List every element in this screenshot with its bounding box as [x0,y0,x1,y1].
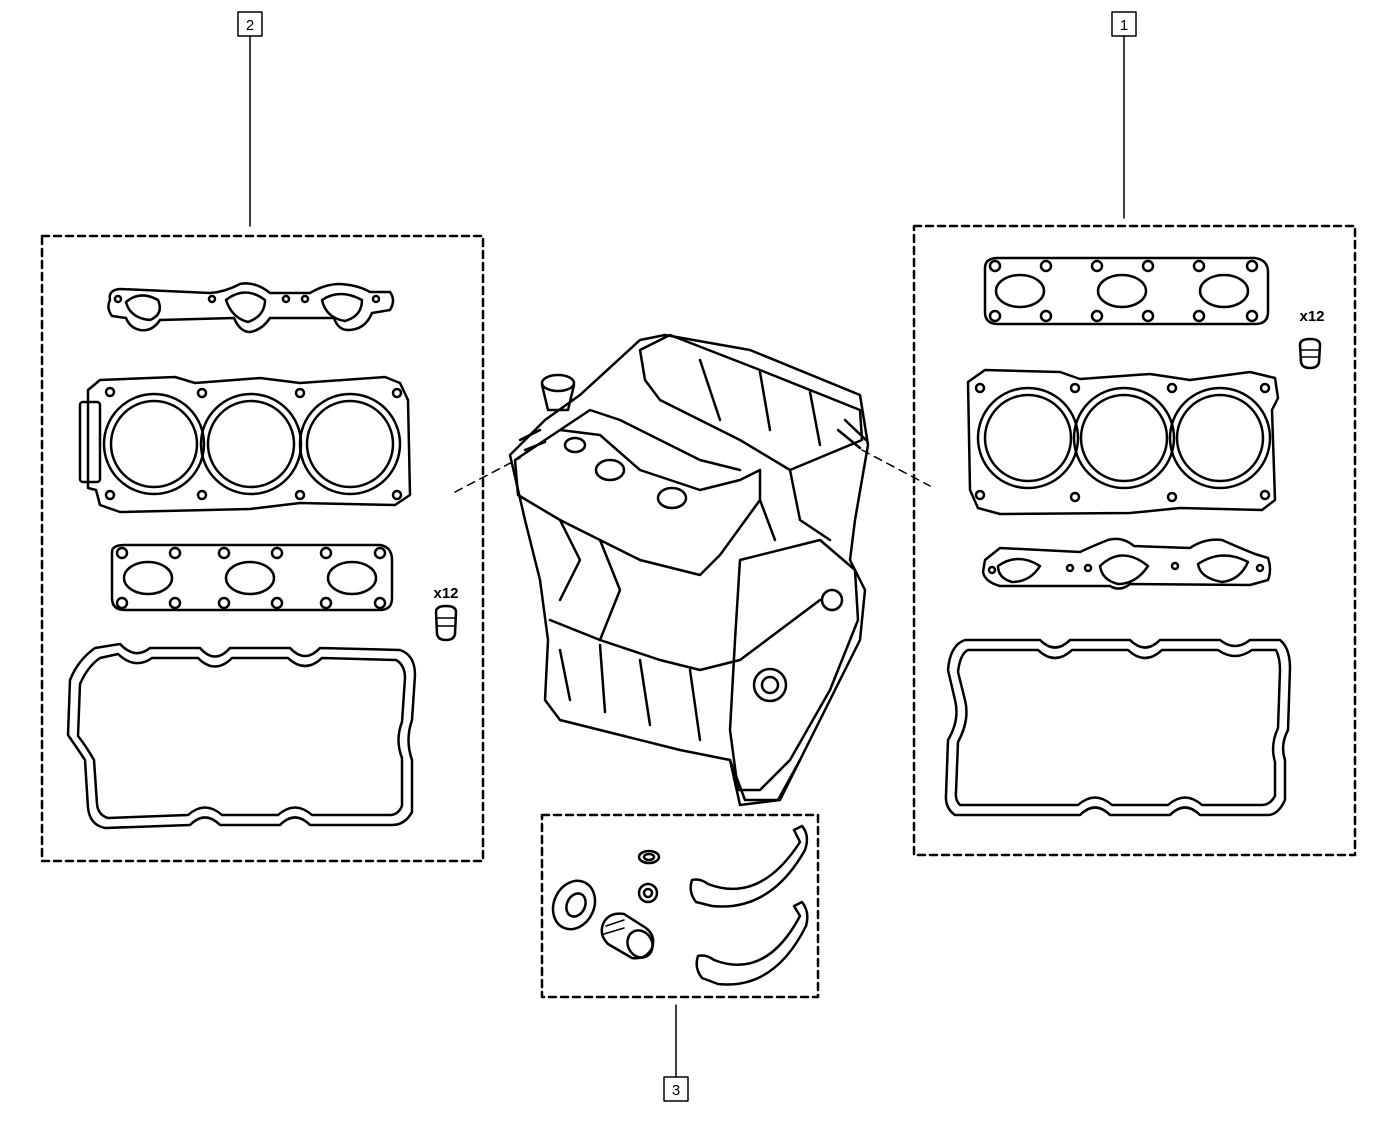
kit-1-callout-box [1111,11,1137,37]
left-intake-manifold-gasket [107,282,395,334]
right-intake-manifold-gasket [981,537,1272,590]
upper-bearing-shell-icon [689,824,809,908]
kit-3-dashed-frame [540,813,820,999]
left-head-gasket [78,375,412,514]
oil-seal-ring-icon [551,879,597,931]
engine-to-kit-1-leader [861,449,931,487]
kit-1-group [912,11,1357,857]
kit-1-callout-number: 1 [1120,17,1128,34]
left-plug-quantity: x12 [433,585,458,602]
right-plug-seal-icon [1298,337,1322,370]
kit-2-group [40,11,485,863]
engine-assembly [454,333,931,807]
kit-3-callout-number: 3 [672,1082,680,1099]
kit-2-callout-box [237,11,263,37]
left-exhaust-manifold-gasket [110,543,394,612]
kit-3-callout-box [663,1076,689,1102]
right-head-gasket [966,368,1280,516]
left-valve-cover-gasket [66,642,417,830]
drain-plug-icon [600,912,655,960]
kit-2-callout-number: 2 [246,17,254,34]
kit-2-dashed-frame [40,234,485,863]
small-o-ring-icon [637,849,661,865]
right-exhaust-manifold-gasket [983,256,1270,326]
right-plug-quantity: x12 [1299,308,1324,325]
right-valve-cover-gasket [944,638,1292,817]
left-plug-seal-icon [434,604,458,642]
small-washer-icon [637,882,659,904]
kit-3-group [540,813,820,1102]
lower-bearing-shell-icon [695,900,809,986]
engine-to-kit-2-leader [454,457,521,493]
kit-1-dashed-frame [912,224,1357,857]
